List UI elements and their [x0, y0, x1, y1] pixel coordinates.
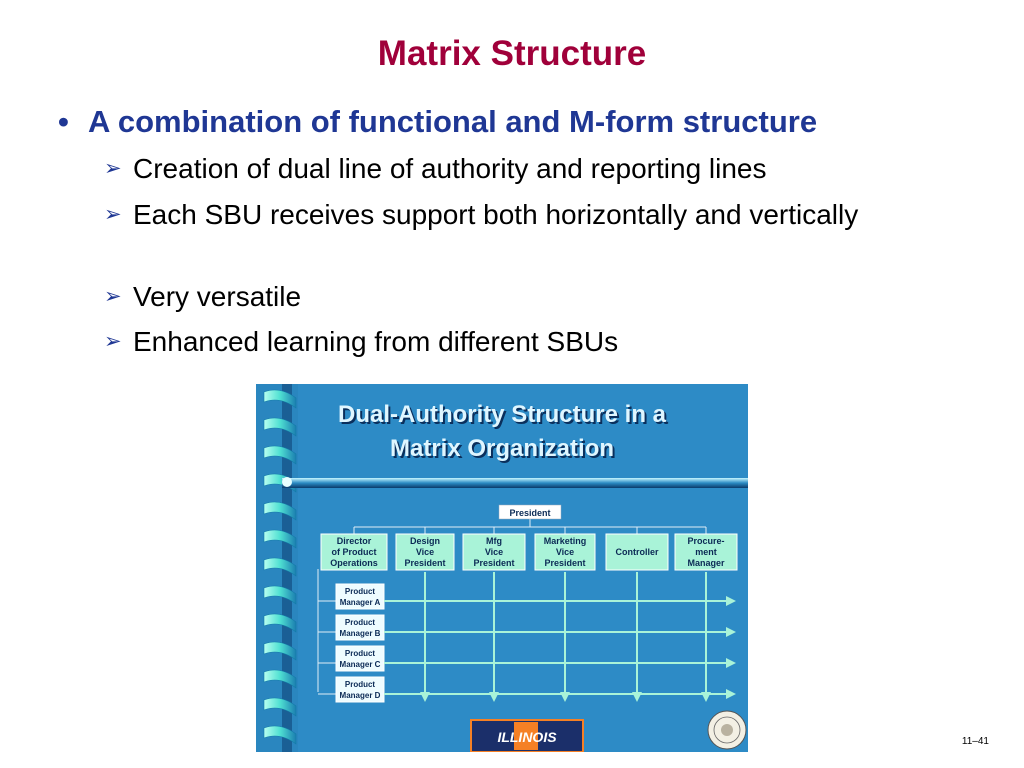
diagram-title-shadow-1: Dual-Authority Structure in a: [340, 403, 669, 430]
diagram-title-line-2: Matrix Organization: [390, 435, 614, 462]
sub-bullet-text: Each SBU receives support both horizonta…: [133, 199, 859, 230]
function-box-label: ment: [695, 547, 717, 557]
spiral-coil-icon: [263, 697, 297, 717]
function-box-label: Controller: [615, 547, 658, 557]
spiral-coil-icon: [263, 585, 297, 605]
function-box-label: Design: [410, 536, 440, 546]
arrow-head-right-icon: [726, 596, 736, 606]
function-box-label: President: [404, 558, 445, 568]
function-box-label: Vice: [416, 547, 434, 557]
slide-title: Matrix Structure: [377, 34, 647, 73]
function-box: [534, 533, 596, 571]
product-manager-box: [335, 583, 385, 610]
matrix-org-diagram: Dual-Authority Structure in a Dual-Autho…: [256, 384, 748, 752]
main-bullet-text: A combination of functional and M-form s…: [88, 104, 818, 139]
main-bullet: • A combination of functional and M-form …: [58, 104, 817, 140]
sub-bullet-text: Creation of dual line of authority and r…: [133, 153, 767, 184]
bar-highlight: [282, 477, 292, 487]
function-box-label: President: [544, 558, 585, 568]
spiral-coil-icon: [263, 389, 297, 409]
function-box: [605, 533, 669, 571]
spiral-coil-icon: [263, 725, 297, 745]
function-box: [462, 533, 526, 571]
product-manager-label: Product: [345, 680, 376, 689]
president-box: [498, 504, 562, 520]
product-manager-label: Product: [345, 649, 376, 658]
bullet-dot-icon: •: [58, 104, 69, 139]
product-manager-label: Manager C: [340, 660, 381, 669]
function-box-label: Mfg: [486, 536, 502, 546]
arrow-bullet-icon: ➢: [104, 157, 122, 180]
function-box-label: of Product: [332, 547, 377, 557]
function-box-label: Procure-: [687, 536, 724, 546]
function-box-label: President: [473, 558, 514, 568]
function-box: [395, 533, 455, 571]
sub-bullet-text: Very versatile: [133, 281, 302, 312]
product-manager-label: Manager D: [340, 691, 381, 700]
product-manager-label: Product: [345, 618, 376, 627]
matrix-org-svg: Dual-Authority Structure in a Dual-Autho…: [256, 384, 748, 752]
function-box-label: Marketing: [544, 536, 587, 546]
function-box-label: Operations: [330, 558, 378, 568]
slide-number: 11–41: [961, 736, 989, 747]
arrow-head-right-icon: [726, 658, 736, 668]
function-box-label: Director: [337, 536, 372, 546]
illinois-logo-text: ILLINOIS: [497, 729, 557, 745]
diagram-title-line-1: Dual-Authority Structure in a: [338, 401, 667, 428]
function-box-label: Vice: [485, 547, 503, 557]
university-seal: [707, 710, 747, 750]
function-box-label: Vice: [556, 547, 574, 557]
arrow-bullet-icon: ➢: [104, 203, 122, 226]
spiral-coil-icon: [263, 417, 297, 437]
president-label: President: [509, 508, 550, 518]
product-manager-label: Manager A: [340, 598, 381, 607]
arrow-head-right-icon: [726, 627, 736, 637]
arrow-head-right-icon: [726, 689, 736, 699]
spiral-coil-icon: [263, 501, 297, 521]
product-manager-box: [335, 676, 385, 703]
arrow-bullet-icon: ➢: [104, 330, 122, 353]
spiral-coil-icon: [263, 613, 297, 633]
spiral-coil-icon: [263, 641, 297, 661]
spiral-coil-icon: [263, 557, 297, 577]
product-manager-box: [335, 614, 385, 641]
function-box: [674, 533, 738, 571]
spiral-coil-icon: [263, 669, 297, 689]
diagram-title-shadow-2: Matrix Organization: [392, 437, 616, 464]
illinois-logo: ILLINOIS: [470, 719, 584, 752]
product-manager-label: Manager B: [340, 629, 381, 638]
spiral-coil-icon: [263, 445, 297, 465]
sub-bullet-text: Enhanced learning from different SBUs: [133, 326, 619, 357]
function-box: [320, 533, 388, 571]
function-box-label: Manager: [687, 558, 725, 568]
arrow-bullet-icon: ➢: [104, 285, 122, 308]
spiral-coil-icon: [263, 529, 297, 549]
title-divider-bar: [282, 478, 748, 488]
product-manager-label: Product: [345, 587, 376, 596]
spiral-binding-decoration: [256, 384, 298, 752]
product-manager-box: [335, 645, 385, 672]
